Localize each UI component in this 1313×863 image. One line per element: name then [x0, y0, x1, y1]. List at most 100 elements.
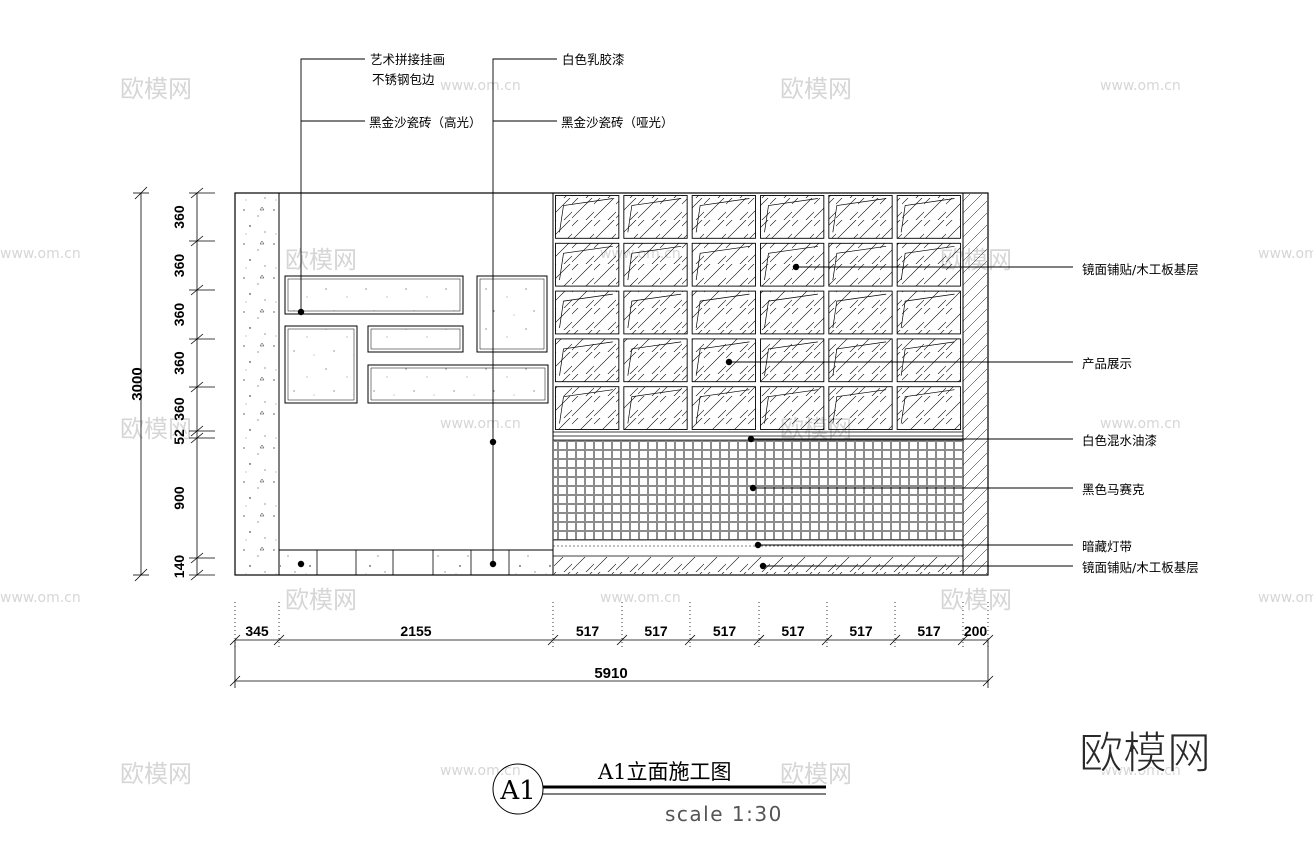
dim-label-height: 360: [171, 254, 187, 278]
watermark-url: www.om.cn: [600, 590, 681, 606]
dim-tick: [753, 634, 765, 646]
mirror-tile: [760, 386, 825, 430]
mirror-reflection-mark: [559, 389, 613, 424]
watermark-url: www.om.cn: [1258, 246, 1313, 262]
mirror-reflection-mark: [695, 198, 750, 233]
watermark-logo: 欧模网: [780, 760, 852, 788]
watermark-url: www.om.cn: [1100, 416, 1181, 432]
dim-label-width: 200: [964, 623, 988, 639]
mirror-tile: [828, 195, 893, 239]
mirror-reflection-mark: [764, 293, 818, 328]
watermark-logo: 欧模网: [120, 75, 192, 103]
mirror-reflection-mark: [832, 245, 887, 281]
dim-tick: [821, 634, 833, 646]
mirror-reflection-mark: [900, 341, 955, 376]
callout-labels: 艺术拼接挂画 不锈钢包边 白色乳胶漆 黑金沙瓷砖（高光） 黑金沙瓷砖（哑光） 镜…: [369, 52, 1199, 575]
dim-label-height: 360: [171, 303, 187, 327]
dim-label-height: 360: [171, 205, 187, 229]
watermark-logo: 欧模网: [120, 415, 192, 443]
base-tile-speck-3: [433, 551, 471, 574]
art-panel-1-inner: [287, 278, 461, 312]
mirror-tile: [623, 386, 688, 430]
mirror-reflection-mark: [832, 389, 887, 424]
art-panel-5: [367, 364, 549, 404]
mirror-reflection-mark: [832, 341, 887, 376]
mirror-reflection-mark: [695, 389, 750, 424]
title-badge-circle: [492, 763, 544, 815]
mirror-reflection-mark: [695, 341, 750, 376]
mirror-reflection-mark: [627, 341, 682, 376]
mirror-tile: [691, 386, 756, 430]
mirror-reflection-mark: [695, 245, 750, 281]
watermark-url: www.om.cn: [1258, 590, 1313, 606]
dim-label-width: 345: [245, 623, 269, 639]
mirror-tile: [828, 290, 893, 335]
leader-lines: [300, 58, 1073, 567]
mirror-tile: [828, 386, 893, 430]
art-panels: [284, 275, 549, 404]
mirror-base-hatch: [554, 557, 962, 574]
dim-label-height: 52: [171, 429, 187, 445]
watermark-url: www.om.cn: [0, 246, 81, 262]
callout-white-latex: 白色乳胶漆: [562, 52, 625, 67]
leader-dot: [747, 435, 755, 443]
dim-label-width: 517: [576, 623, 600, 639]
callout-right-2: 产品展示: [1082, 356, 1132, 371]
left-stone-pilaster: [236, 194, 279, 574]
mirror-tile: [555, 386, 620, 430]
art-panel-5-inner: [370, 367, 546, 401]
dim-tick: [273, 634, 285, 646]
dim-total-width: 5910: [594, 665, 627, 682]
watermark-logo: 欧模网: [285, 246, 357, 274]
mirror-reflection-mark: [900, 198, 955, 233]
callout-art-panel: 艺术拼接挂画: [370, 52, 445, 67]
watermark-logo: 欧模网: [120, 760, 192, 788]
mirror-tile: [828, 242, 893, 287]
mirror-reflection-mark: [832, 198, 887, 233]
mirror-tile: [691, 242, 756, 287]
leader-dot: [489, 438, 497, 446]
mirror-reflection-mark: [764, 245, 818, 281]
mirror-tile: [828, 338, 893, 383]
mirror-tile: [760, 338, 825, 383]
mirror-reflection-mark: [764, 198, 818, 233]
leader-white-latex: [492, 58, 557, 564]
dim-label-width: 517: [781, 623, 805, 639]
mirror-reflection-mark: [559, 198, 613, 233]
title-block: A1 A1立面施工图 scale 1:30: [492, 760, 826, 826]
mirror-tile: [691, 290, 756, 335]
mirror-display-grid: [555, 195, 961, 430]
art-panel-4: [367, 325, 464, 353]
mirror-reflection-mark: [832, 293, 887, 328]
mirror-reflection-mark: [627, 389, 682, 424]
mirror-tile: [691, 195, 756, 239]
dim-label-height: 360: [171, 351, 187, 375]
dim-label-width: 517: [917, 623, 941, 639]
mirror-reflection-mark: [559, 293, 613, 328]
mirror-tile: [691, 338, 756, 383]
dim-total-height: 3000: [129, 367, 146, 400]
callout-right-1: 镜面铺贴/木工板基层: [1082, 262, 1199, 277]
mirror-reflection-mark: [695, 293, 750, 328]
base-tile-speck-2: [356, 551, 393, 574]
mirror-reflection-mark: [559, 245, 613, 281]
dim-tick: [684, 634, 696, 646]
leader-art-panel: [300, 58, 365, 312]
mirror-reflection-mark: [900, 245, 955, 281]
mirror-reflection-mark: [627, 293, 682, 328]
title-scale: scale 1:30: [665, 802, 783, 826]
mirror-tile: [896, 242, 961, 287]
dim-label-width: 517: [849, 623, 873, 639]
dim-label-height: 140: [171, 555, 187, 579]
mirror-tile: [555, 338, 620, 383]
mirror-reflection-mark: [764, 341, 818, 376]
elevation-outline: [234, 192, 989, 576]
dim-tick: [547, 634, 559, 646]
watermark-logo: 欧模网: [780, 75, 852, 103]
mirror-tile: [760, 195, 825, 239]
base-tile-strip: [279, 549, 553, 575]
dim-label-height: 900: [171, 486, 187, 510]
mirror-tile: [760, 242, 825, 287]
